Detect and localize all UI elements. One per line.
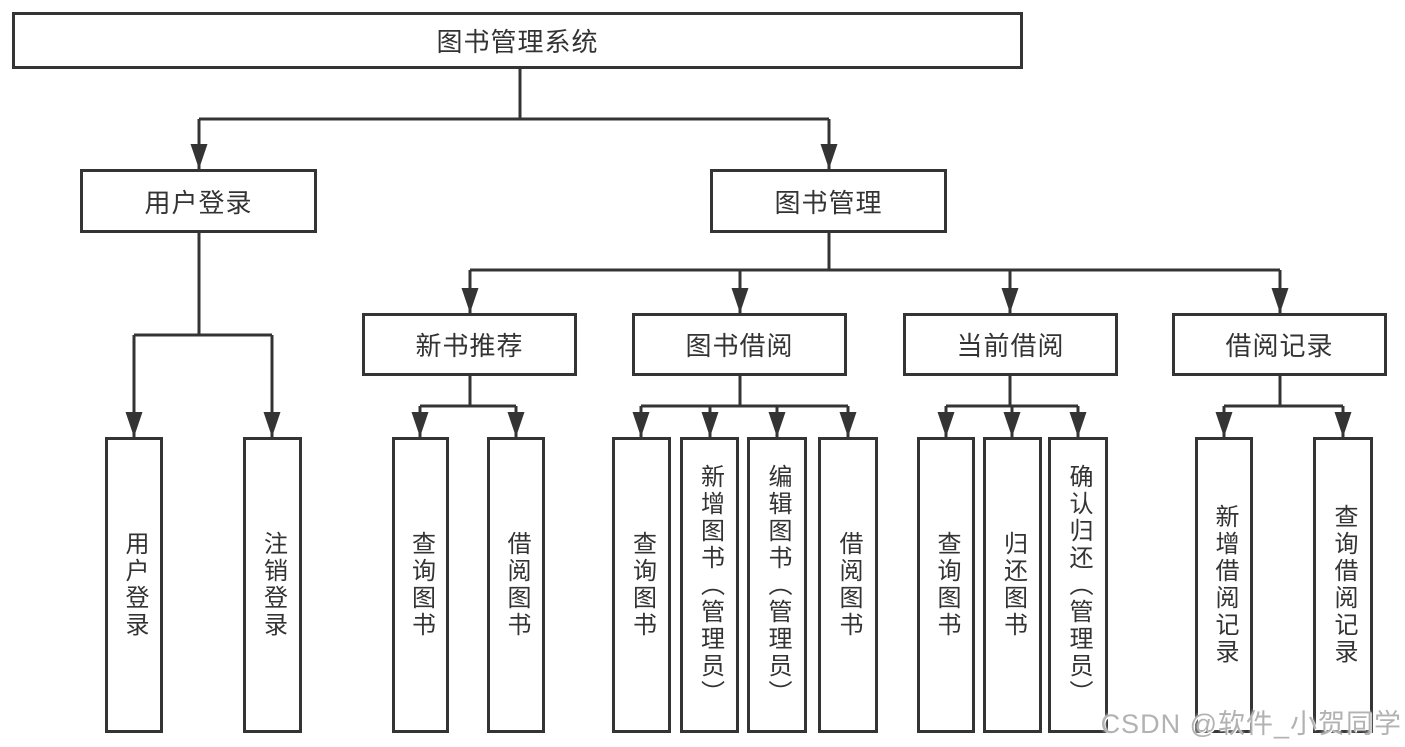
leaf-query-borrow-record: 查询借阅记录 bbox=[1313, 437, 1373, 733]
node-user-login: 用户登录 bbox=[80, 169, 317, 233]
node-current-borrow-label: 当前借阅 bbox=[956, 331, 1065, 361]
node-borrow-records-label: 借阅记录 bbox=[1225, 331, 1334, 361]
node-book-management-label: 图书管理 bbox=[774, 187, 883, 218]
leaf-user-login: 用户登录 bbox=[105, 437, 163, 733]
leaf-query-books-current-label: 查询图书 bbox=[933, 531, 960, 639]
leaf-add-book-admin-label: 新增图书（管理员） bbox=[696, 463, 724, 707]
leaf-borrow-books-borrow-label: 借阅图书 bbox=[835, 531, 862, 639]
leaf-borrow-books-recommend-label: 借阅图书 bbox=[503, 531, 530, 639]
node-book-borrow-label: 图书借阅 bbox=[685, 331, 794, 361]
leaf-query-books-current: 查询图书 bbox=[917, 437, 975, 733]
leaf-logout: 注销登录 bbox=[243, 437, 302, 733]
node-new-book-recommend-label: 新书推荐 bbox=[415, 331, 524, 361]
leaf-confirm-return-admin: 确认归还（管理员） bbox=[1048, 437, 1108, 733]
leaf-user-login-label: 用户登录 bbox=[121, 531, 148, 639]
leaf-return-book-label: 归还图书 bbox=[999, 531, 1027, 639]
leaf-query-books-recommend-label: 查询图书 bbox=[407, 531, 435, 639]
watermark: CSDN @软件_小贺同学 bbox=[1100, 709, 1402, 739]
node-root-label: 图书管理系统 bbox=[436, 27, 599, 57]
leaf-confirm-return-admin-label: 确认归还（管理员） bbox=[1065, 463, 1092, 707]
node-borrow-records: 借阅记录 bbox=[1172, 313, 1387, 376]
leaf-logout-label: 注销登录 bbox=[259, 531, 287, 639]
leaf-edit-book-admin: 编辑图书（管理员） bbox=[747, 437, 807, 733]
leaf-return-book: 归还图书 bbox=[983, 437, 1042, 733]
leaf-edit-book-admin-label: 编辑图书（管理员） bbox=[764, 463, 791, 707]
connector-stroke-group bbox=[132, 69, 1345, 437]
leaf-add-borrow-record-label: 新增借阅记录 bbox=[1211, 504, 1238, 666]
node-new-book-recommend: 新书推荐 bbox=[362, 313, 577, 376]
leaf-query-books-recommend: 查询图书 bbox=[392, 437, 449, 733]
node-book-management: 图书管理 bbox=[710, 169, 947, 233]
leaf-borrow-books-borrow: 借阅图书 bbox=[818, 437, 878, 733]
leaf-query-books-borrow-label: 查询图书 bbox=[628, 531, 656, 639]
leaf-add-book-admin: 新增图书（管理员） bbox=[680, 437, 739, 733]
leaf-borrow-books-recommend: 借阅图书 bbox=[487, 437, 545, 733]
node-user-login-label: 用户登录 bbox=[144, 187, 253, 218]
node-root: 图书管理系统 bbox=[12, 12, 1023, 69]
leaf-query-borrow-record-label: 查询借阅记录 bbox=[1330, 504, 1357, 666]
connector-paths bbox=[132, 69, 1345, 437]
node-book-borrow: 图书借阅 bbox=[632, 313, 847, 376]
leaf-add-borrow-record: 新增借阅记录 bbox=[1195, 437, 1253, 733]
node-current-borrow: 当前借阅 bbox=[903, 313, 1118, 376]
leaf-query-books-borrow: 查询图书 bbox=[612, 437, 671, 733]
